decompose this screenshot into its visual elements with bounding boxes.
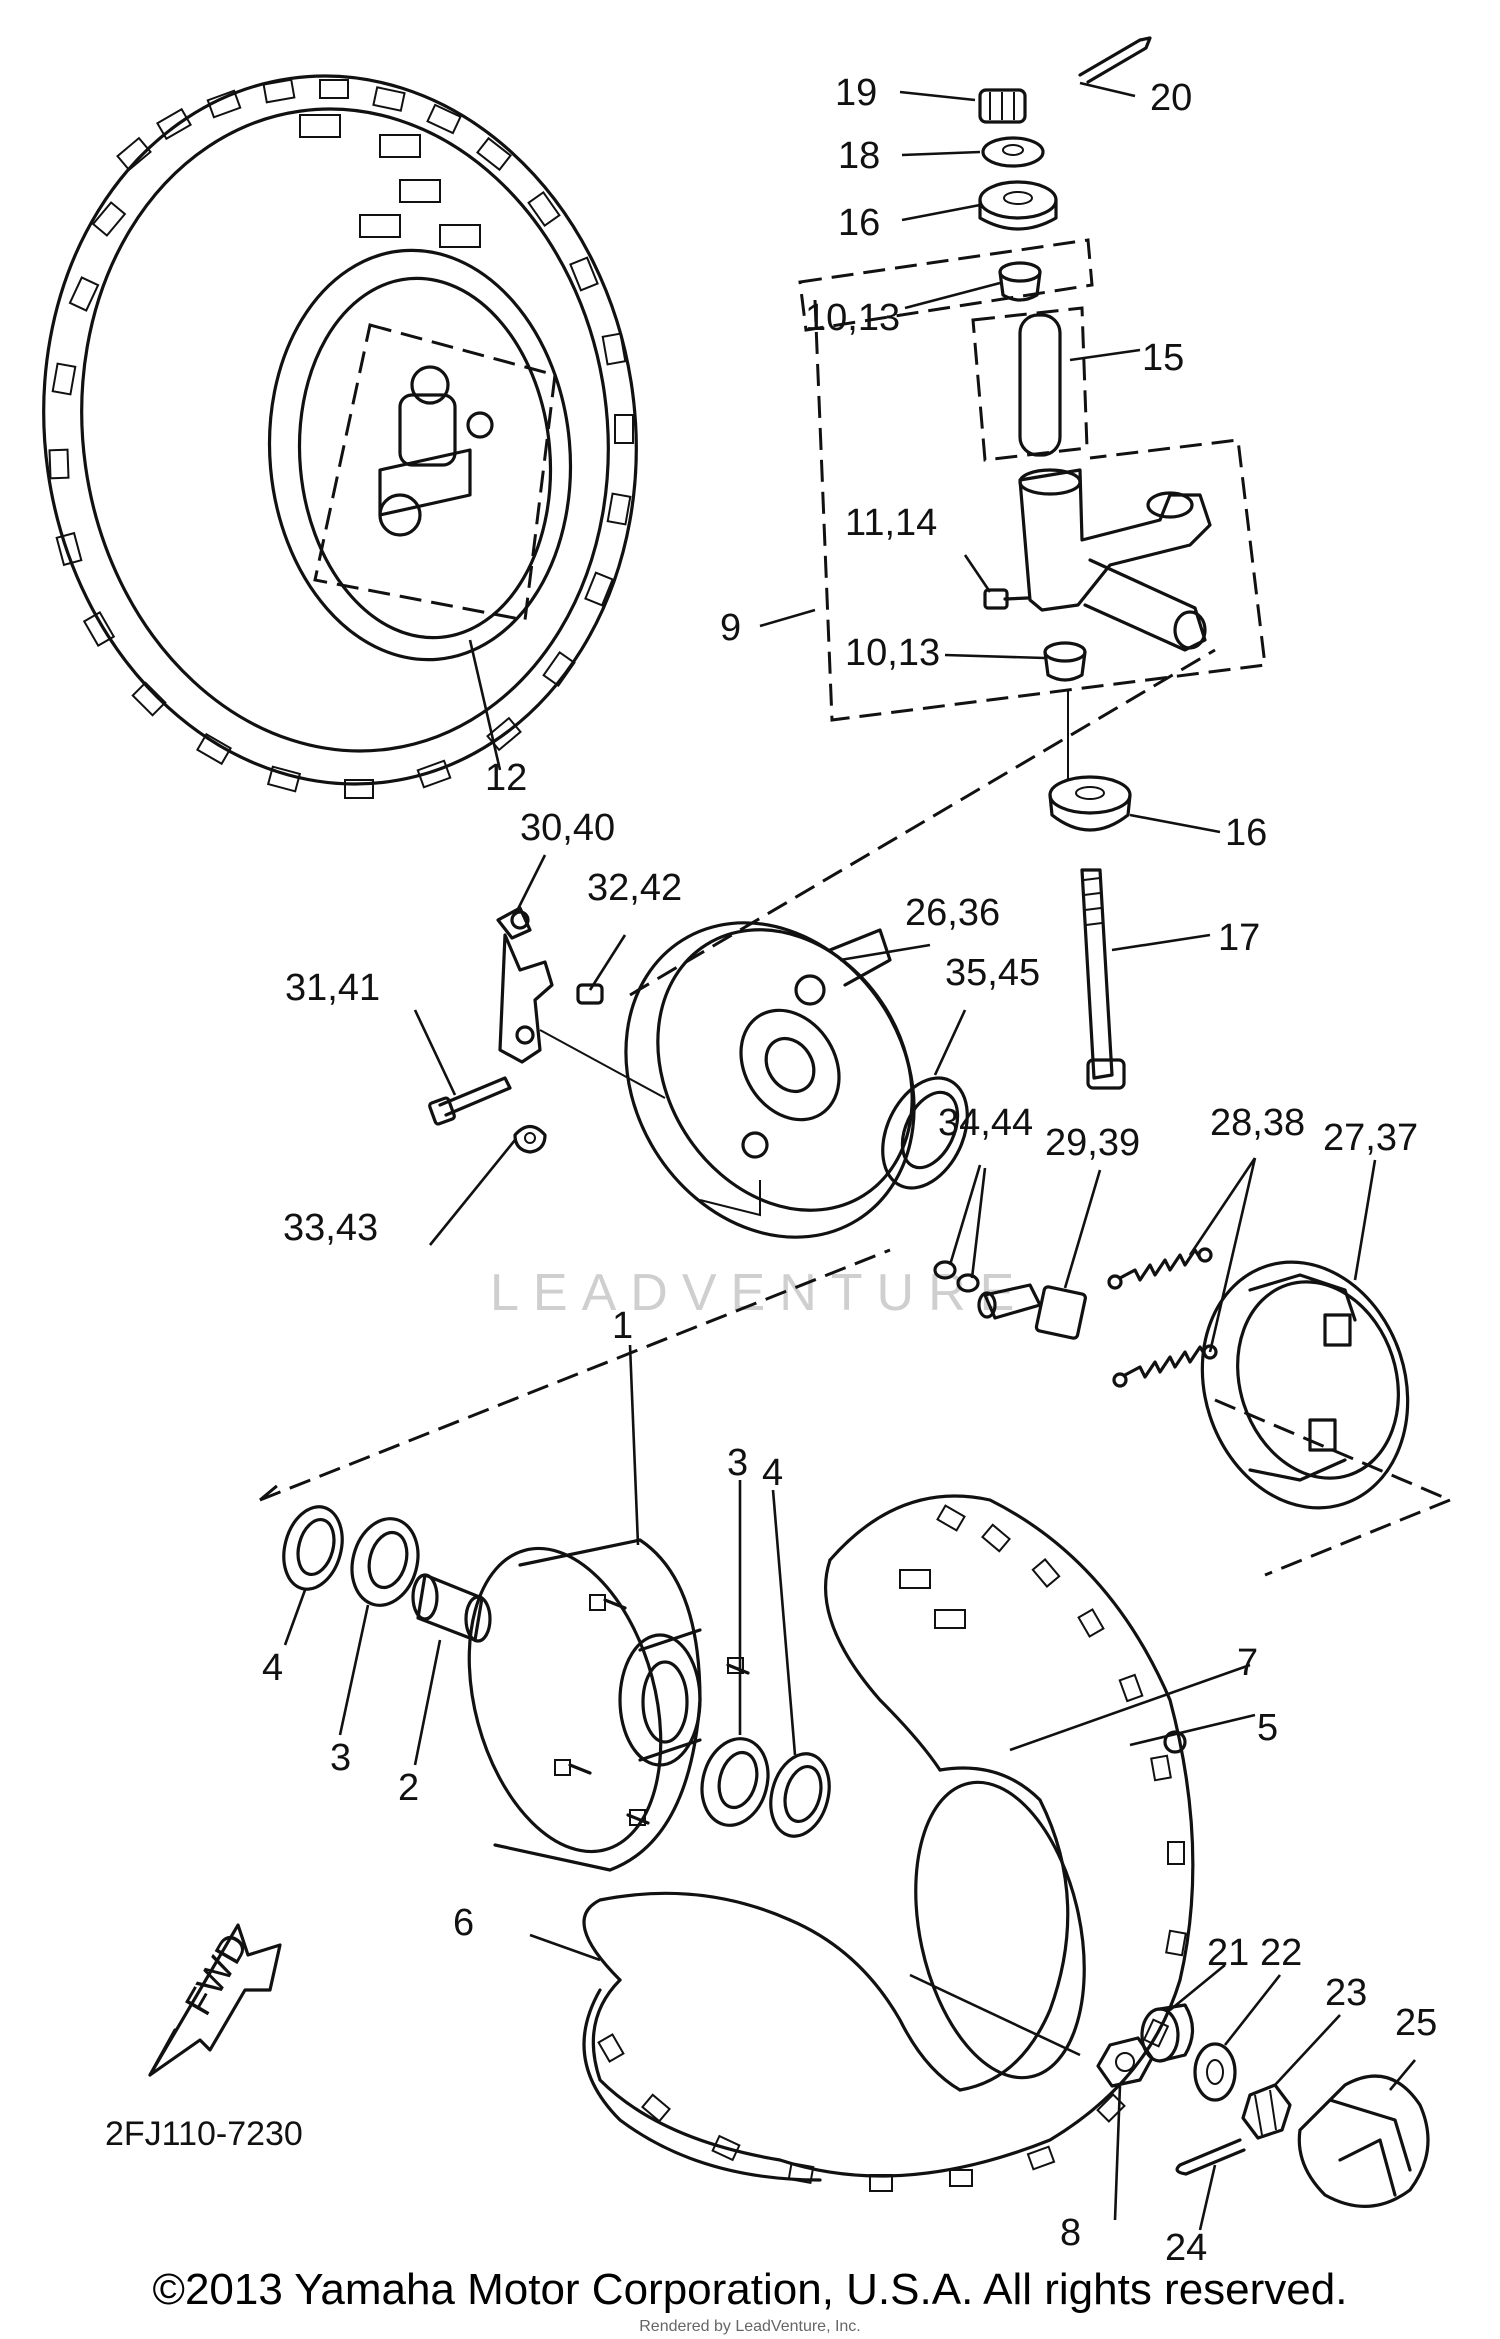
- fwd-label: FWD: [178, 1927, 258, 2023]
- label-29-39: 29,39: [1045, 1122, 1140, 1164]
- brake-panel: [624, 921, 916, 1239]
- label-5: 5: [1257, 1707, 1278, 1749]
- copyright-notice: ©2013 Yamaha Motor Corporation, U.S.A. A…: [152, 2265, 1348, 2314]
- label-21: 21: [1207, 1932, 1249, 1974]
- label-25: 25: [1395, 2002, 1437, 2044]
- label-11-14: 11,14: [845, 502, 937, 544]
- label-4-left: 4: [262, 1647, 283, 1689]
- label-17: 17: [1218, 917, 1260, 959]
- return-springs: [1107, 1247, 1218, 1388]
- label-10-13-lower: 10,13: [845, 632, 940, 674]
- label-3-right: 3: [727, 1442, 748, 1484]
- diagram-code: 2FJ110-7230: [105, 2115, 303, 2153]
- label-34-44: 34,44: [938, 1102, 1033, 1144]
- label-19: 19: [835, 72, 877, 114]
- label-33-43: 33,43: [283, 1207, 378, 1249]
- fwd-arrow-icon: FWD: [148, 1923, 282, 2077]
- label-10-13-upper: 10,13: [805, 297, 900, 339]
- callout-labels: 19 20 18 16 10,13 15 11,14 9 10,13 12 16…: [105, 72, 1437, 2269]
- label-1: 1: [612, 1305, 633, 1347]
- label-9: 9: [720, 607, 741, 649]
- label-3-left: 3: [330, 1737, 351, 1779]
- label-16-lower: 16: [1225, 812, 1267, 854]
- label-24: 24: [1165, 2227, 1207, 2269]
- label-22: 22: [1260, 1932, 1302, 1974]
- label-20: 20: [1150, 77, 1192, 119]
- label-12: 12: [485, 757, 527, 799]
- rendered-by-notice: Rendered by LeadVenture, Inc.: [639, 2318, 861, 2335]
- wheel-assembly-upper: [42, 74, 638, 799]
- label-4-right: 4: [762, 1452, 783, 1494]
- label-30-40: 30,40: [520, 807, 615, 849]
- label-18: 18: [838, 135, 880, 177]
- cam-lever-group: [428, 906, 666, 1154]
- oil-seal-and-orings: [881, 1076, 980, 1293]
- steering-knuckle-assembly: [629, 36, 1267, 1090]
- brake-shoes: [1200, 1260, 1451, 1510]
- label-35-45: 35,45: [945, 952, 1040, 994]
- label-28-38: 28,38: [1210, 1102, 1305, 1144]
- label-6: 6: [453, 1902, 474, 1944]
- label-32-42: 32,42: [587, 867, 682, 909]
- label-8: 8: [1060, 2212, 1081, 2254]
- brake-switch: [977, 1283, 1087, 1340]
- label-31-41: 31,41: [285, 967, 380, 1009]
- axle-hardware: [1096, 2003, 1430, 2208]
- label-27-37: 27,37: [1323, 1117, 1418, 1159]
- label-26-36: 26,36: [905, 892, 1000, 934]
- wheel-assembly-lower: [282, 1494, 1195, 2192]
- label-15: 15: [1142, 337, 1184, 379]
- label-7: 7: [1237, 1642, 1258, 1684]
- label-16-upper: 16: [838, 202, 880, 244]
- label-23: 23: [1325, 1972, 1367, 2014]
- watermark: LEADVENTURE: [490, 1264, 1028, 1322]
- label-2: 2: [398, 1767, 419, 1809]
- leader-lines: [283, 81, 1416, 2231]
